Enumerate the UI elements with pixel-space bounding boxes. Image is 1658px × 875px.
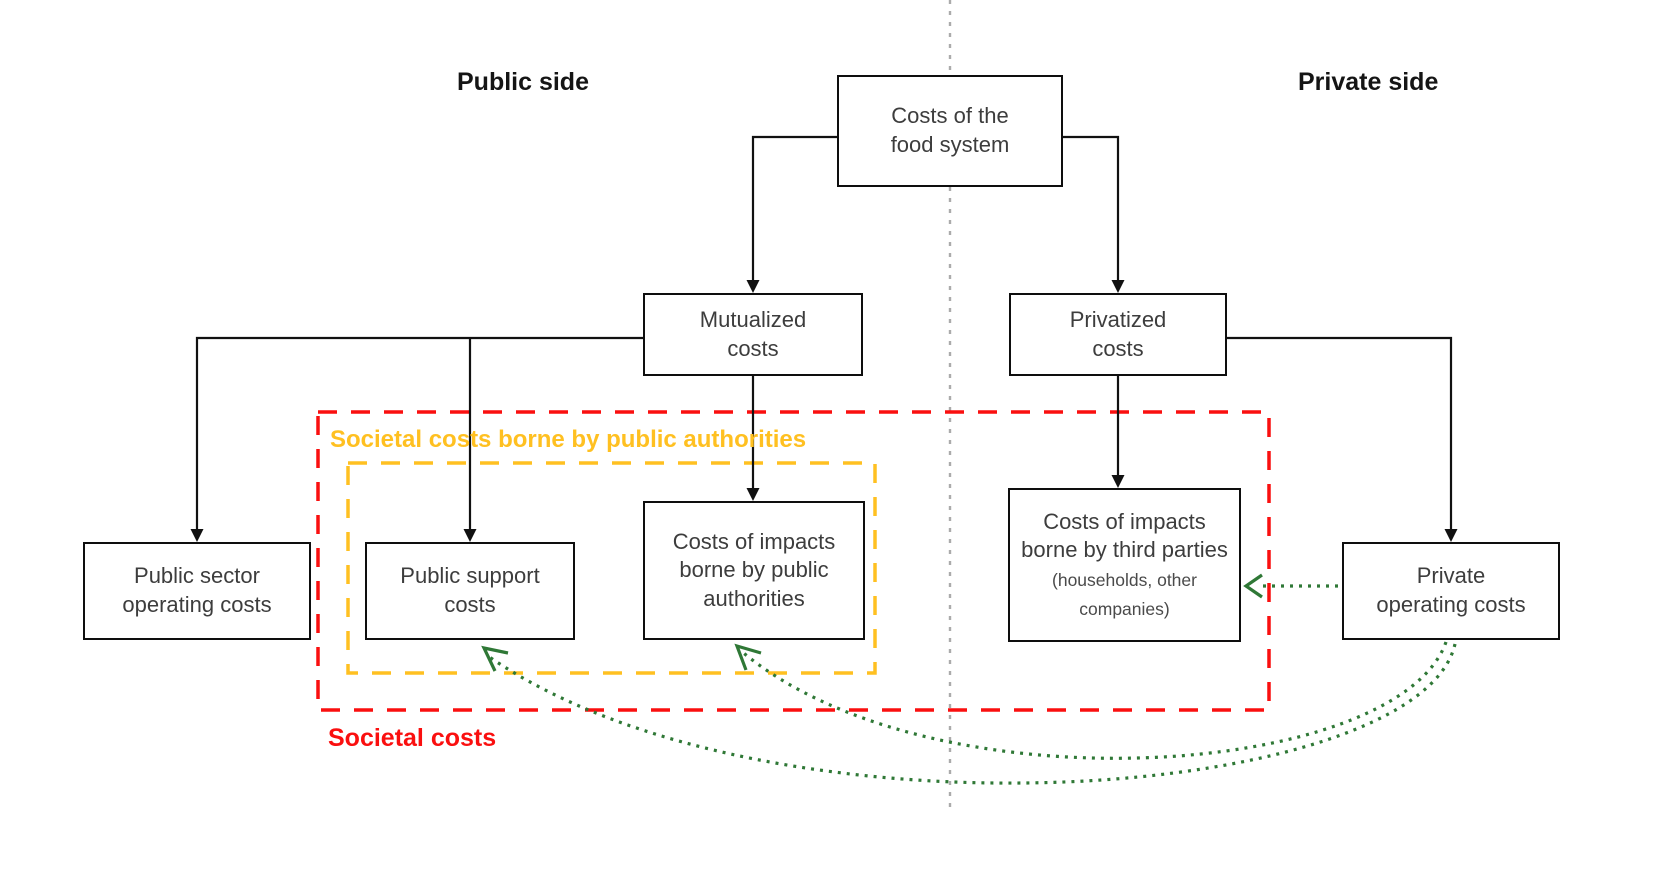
arrowhead-private-operating: [1444, 529, 1458, 542]
node-private-operating-costs: Private operating costs: [1342, 542, 1560, 640]
arrowhead-public-sector: [190, 529, 204, 542]
arrowhead-privatized: [1111, 280, 1125, 293]
societal-costs-group-label: Societal costs: [328, 724, 497, 752]
arrowhead-impacts-third: [1111, 475, 1125, 488]
node-mutualized-costs: Mutualized costs: [643, 293, 863, 376]
node-impacts-borne-by-third-parties: Costs of impacts borne by third parties …: [1008, 488, 1241, 642]
arrowhead-mutualized: [746, 280, 760, 293]
societal-public-costs-group-label: Societal costs borne by public authoriti…: [330, 426, 807, 453]
node-privatized-costs: Privatized costs: [1009, 293, 1227, 376]
node-privatized-costs-label: Privatized costs: [1069, 306, 1167, 361]
societal-costs-outline: [316, 410, 1271, 712]
node-mutualized-costs-label: Mutualized costs: [699, 306, 807, 361]
node-public-support-costs-label: Public support costs: [400, 563, 540, 617]
node-impacts-borne-by-third-parties-label: Costs of impacts borne by third parties …: [1019, 508, 1230, 622]
node-impacts-borne-by-public-authorities: Costs of impacts borne by public authori…: [643, 501, 865, 640]
node-public-support-costs: Public support costs: [365, 542, 575, 640]
node-private-operating-costs-label: Private operating costs: [1376, 563, 1526, 617]
node-costs-of-food-system: Costs of the food system: [837, 75, 1063, 187]
connector-privatized-to-private-operating: [1227, 336, 1453, 529]
impacts-third-sub-text: (households, other companies): [1052, 570, 1197, 619]
node-impacts-borne-by-public-authorities-label: Costs of impacts borne by public authori…: [672, 528, 836, 611]
node-public-sector-operating-costs: Public sector operating costs: [83, 542, 311, 640]
node-costs-of-food-system-label: Costs of the food system: [890, 103, 1010, 157]
impacts-third-main-text: Costs of impacts borne by third parties: [1021, 508, 1228, 563]
transfer-private-to-impacts-public-head: [734, 643, 762, 671]
arrowhead-impacts-public: [746, 488, 760, 501]
tree-connectors: [190, 135, 1458, 542]
node-public-sector-operating-costs-label: Public sector operating costs: [122, 563, 272, 617]
arrowhead-public-support: [463, 529, 477, 542]
connector-root-to-mutualized: [751, 135, 837, 280]
private-side-label: Private side: [1298, 68, 1439, 96]
public-side-label: Public side: [457, 68, 589, 96]
transfer-private-to-impacts-public-curve: [738, 641, 1448, 760]
transfer-private-to-third-parties-head: [1243, 573, 1263, 599]
transfer-arrows: [481, 573, 1457, 785]
transfer-private-to-public-support-curve: [487, 643, 1457, 785]
connector-mutualized-to-public-sector: [195, 336, 643, 529]
societal-public-costs-outline: [346, 461, 877, 675]
transfer-private-to-public-support-head: [481, 645, 509, 672]
connector-root-to-privatized: [1063, 135, 1120, 280]
